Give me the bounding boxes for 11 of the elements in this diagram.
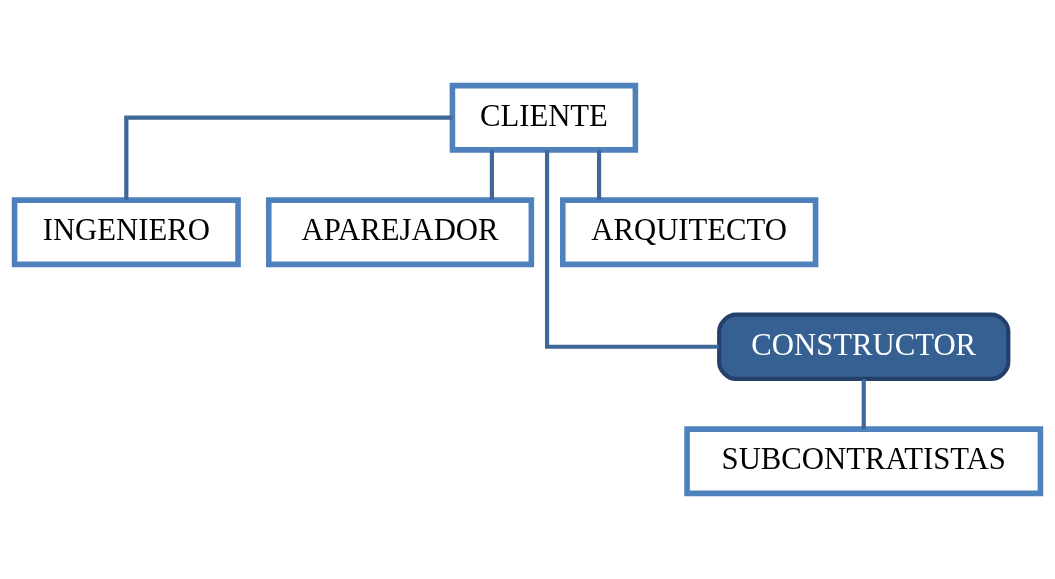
connector bbox=[124, 115, 453, 200]
connector bbox=[544, 150, 719, 349]
node-box: SUBCONTRATISTAS bbox=[684, 426, 1044, 497]
connector bbox=[861, 379, 866, 430]
connector bbox=[597, 150, 602, 201]
node-box: APAREJADOR bbox=[265, 197, 535, 268]
node-box: CLIENTE bbox=[449, 82, 639, 153]
node-box: CONSTRUCTOR bbox=[717, 312, 1011, 381]
connector bbox=[489, 150, 494, 201]
node-box: ARQUITECTO bbox=[559, 197, 819, 268]
node-box: INGENIERO bbox=[11, 197, 241, 268]
